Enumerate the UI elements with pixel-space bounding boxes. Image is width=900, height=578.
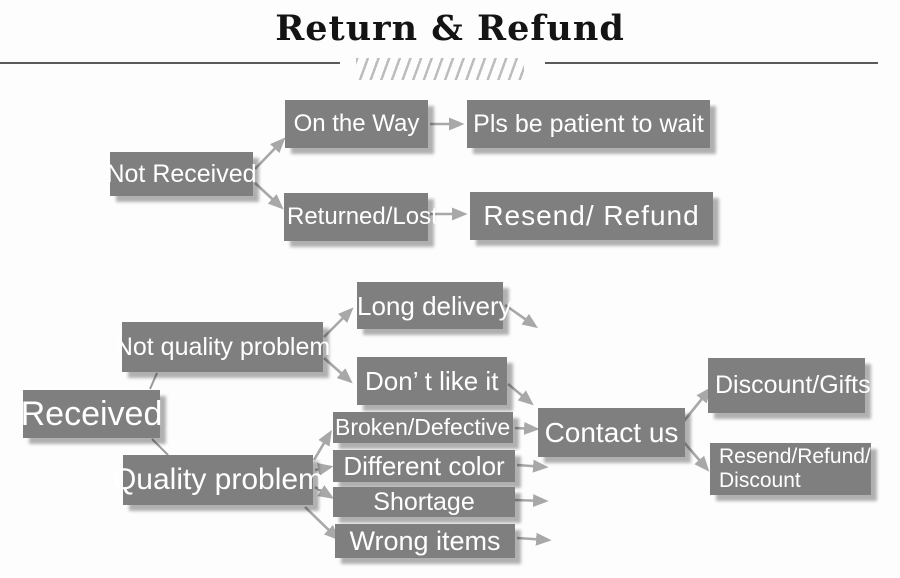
arrow-contactus-discountgifts [682, 387, 712, 422]
arrow-notreceived-returnedlost [254, 182, 284, 210]
arrow-notquality-longdelivery [323, 307, 354, 338]
arrow-differentcolor-out [516, 459, 549, 473]
node-resend-refund-discount-line1: Resend/Refund/ [719, 444, 871, 468]
node-on-the-way: On the Way [285, 100, 428, 148]
node-resend-refund-discount: Resend/Refund/ Discount [710, 443, 871, 495]
arrow-longdelivery-out [504, 303, 538, 329]
divider-line-left [0, 62, 340, 64]
node-different-color: Different color [333, 450, 515, 482]
arrow-quality-differentcolor [314, 462, 334, 476]
divider-line-right [545, 62, 878, 64]
node-dont-like-it: Don’ t like it [357, 357, 507, 405]
arrow-shortage-out [513, 494, 549, 508]
node-not-quality-problem: Not quality problem [115, 322, 330, 372]
page-title: Return & Refund [275, 8, 625, 49]
node-wrong-items: Wrong items [335, 524, 515, 558]
node-resend-refund: Resend/ Refund [470, 192, 713, 240]
node-contact-us: Contact us [538, 408, 685, 457]
arrow-broken-contactus [514, 421, 540, 435]
node-pls-be-patient: Pls be patient to wait [467, 100, 710, 148]
line-received-to-quality [151, 438, 169, 456]
node-received: Received [21, 390, 162, 438]
arrow-contactus-resendrefunddiscount [681, 439, 710, 472]
node-resend-refund-discount-line2: Discount [719, 469, 801, 492]
node-not-received: Not Received [106, 152, 257, 196]
node-returned-lost: Returned/Lost [284, 193, 438, 241]
node-long-delivery: Long delivery [357, 282, 512, 329]
hatch-marks-icon [356, 58, 524, 80]
arrow-quality-shortage [314, 485, 335, 499]
arrow-quality-broken [312, 429, 332, 461]
line-received-to-not-quality [149, 372, 158, 390]
node-broken-defective: Broken/Defective [333, 412, 513, 443]
arrow-notreceived-ontheway [254, 137, 286, 170]
node-shortage: Shortage [333, 487, 515, 517]
node-quality-problem: Quality problem [113, 455, 323, 505]
node-discount-gifts: Discount/Gifts [708, 358, 871, 413]
arrow-dontlikeit-contactus [507, 382, 534, 406]
arrow-quality-wrongitems [304, 506, 340, 541]
arrow-notquality-dontlikeit [323, 357, 353, 384]
arrow-wrongitems-out [516, 532, 552, 546]
